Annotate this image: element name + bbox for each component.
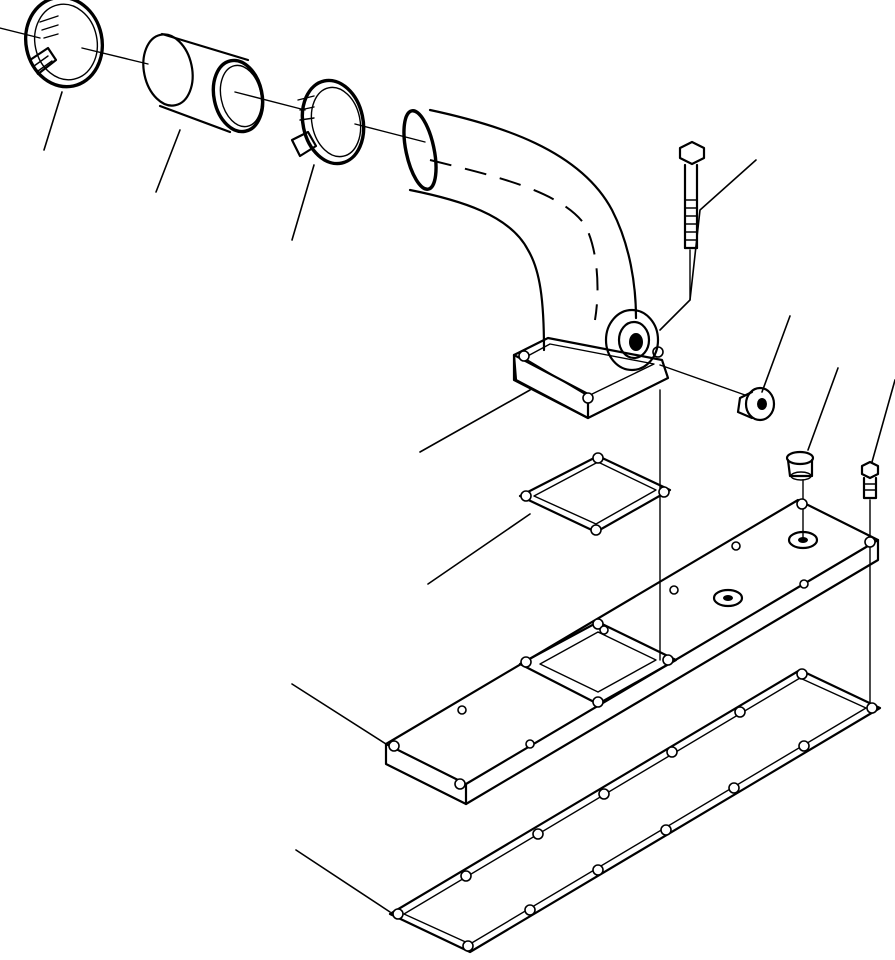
bolt [678,140,706,250]
plug-manifold-center [785,450,815,481]
manifold-gasket [388,668,882,954]
callout-leaders [43,91,895,913]
hose-clamp-right [290,78,366,166]
elbow-pipe [402,108,670,420]
hose-clamp-left [23,0,105,89]
assembly-center-lines [0,27,871,706]
plug-elbow [736,386,776,422]
intake-manifold [384,498,880,806]
connector-hose [142,32,265,134]
elbow-gasket [518,452,672,536]
plug-manifold-right [860,460,880,500]
